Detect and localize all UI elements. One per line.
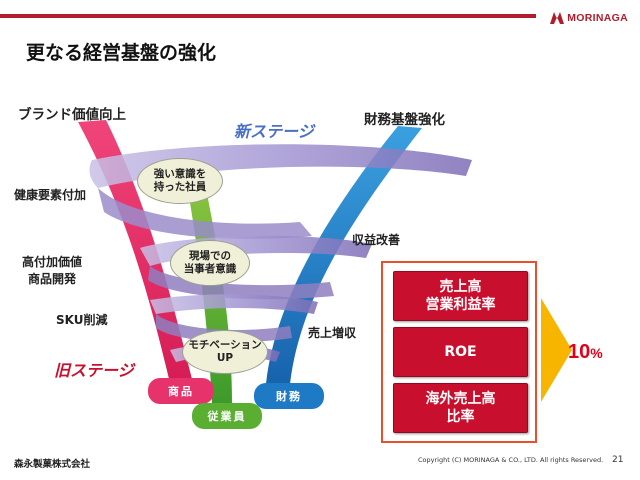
- target-unit: %: [590, 345, 603, 361]
- spiral-band-4: [148, 266, 334, 300]
- goal-operating-margin: 売上高 営業利益率: [393, 271, 528, 321]
- copyright-notice: Copyright (C) MORINAGA & CO., LTD. All r…: [418, 456, 604, 464]
- products-pillar: 商品: [148, 378, 214, 404]
- health-element-label: 健康要素付加: [14, 188, 87, 202]
- new-stage-label: 新ステージ: [234, 122, 314, 141]
- finance-pillar: 財務: [254, 383, 324, 409]
- spiral-band-2: [98, 188, 312, 239]
- motivation-up-bubble: モチベーション UP: [182, 330, 268, 374]
- spiral-band-6: [156, 314, 292, 343]
- logo-text: MORINAGA: [567, 12, 628, 24]
- footer-company: 森永製菓株式会社: [14, 459, 91, 470]
- spiral-band-1: [89, 144, 473, 188]
- finance-pillar-stream: [266, 126, 422, 384]
- header-bar: MORINAGA: [0, 0, 640, 30]
- old-stage-label: 旧ステージ: [54, 361, 134, 380]
- employees-pillar: 従業員: [192, 403, 262, 429]
- finance-base-label: 財務基盤強化: [364, 112, 445, 128]
- profit-improvement-label: 収益改善: [352, 233, 401, 247]
- goal-overseas-sales-ratio: 海外売上高 比率: [393, 383, 528, 433]
- morinaga-angel-logo-icon: [550, 12, 565, 24]
- high-value-line-1: 高付加価値: [22, 255, 83, 269]
- management-targets-box: 売上高 営業利益率 ROE 海外売上高 比率: [381, 261, 537, 443]
- sku-reduction-label: SKU削減: [56, 313, 108, 327]
- on-site-ownership-bubble: 現場での 当事者意識: [170, 240, 250, 286]
- sales-increase-label: 売上増収: [308, 326, 357, 340]
- header-red-line: [0, 14, 536, 18]
- chevron-right-arrow-icon: [541, 298, 572, 402]
- goal-roe: ROE: [393, 327, 528, 377]
- page-number: 21: [612, 455, 624, 465]
- page-title: 更なる経営基盤の強化: [26, 42, 217, 64]
- company-logo: MORINAGA: [550, 11, 628, 25]
- target-number: 10: [568, 341, 591, 363]
- brand-value-label: ブランド価値向上: [18, 107, 126, 123]
- high-value-label: 高付加価値 商品開発: [22, 254, 82, 288]
- target-value: 10%: [568, 341, 603, 364]
- spiral-band-5: [150, 294, 318, 314]
- strong-awareness-bubble: 強い意識を 持った社員: [137, 158, 223, 204]
- products-pillar-stream: [78, 120, 193, 383]
- high-value-line-2: 商品開発: [28, 271, 77, 286]
